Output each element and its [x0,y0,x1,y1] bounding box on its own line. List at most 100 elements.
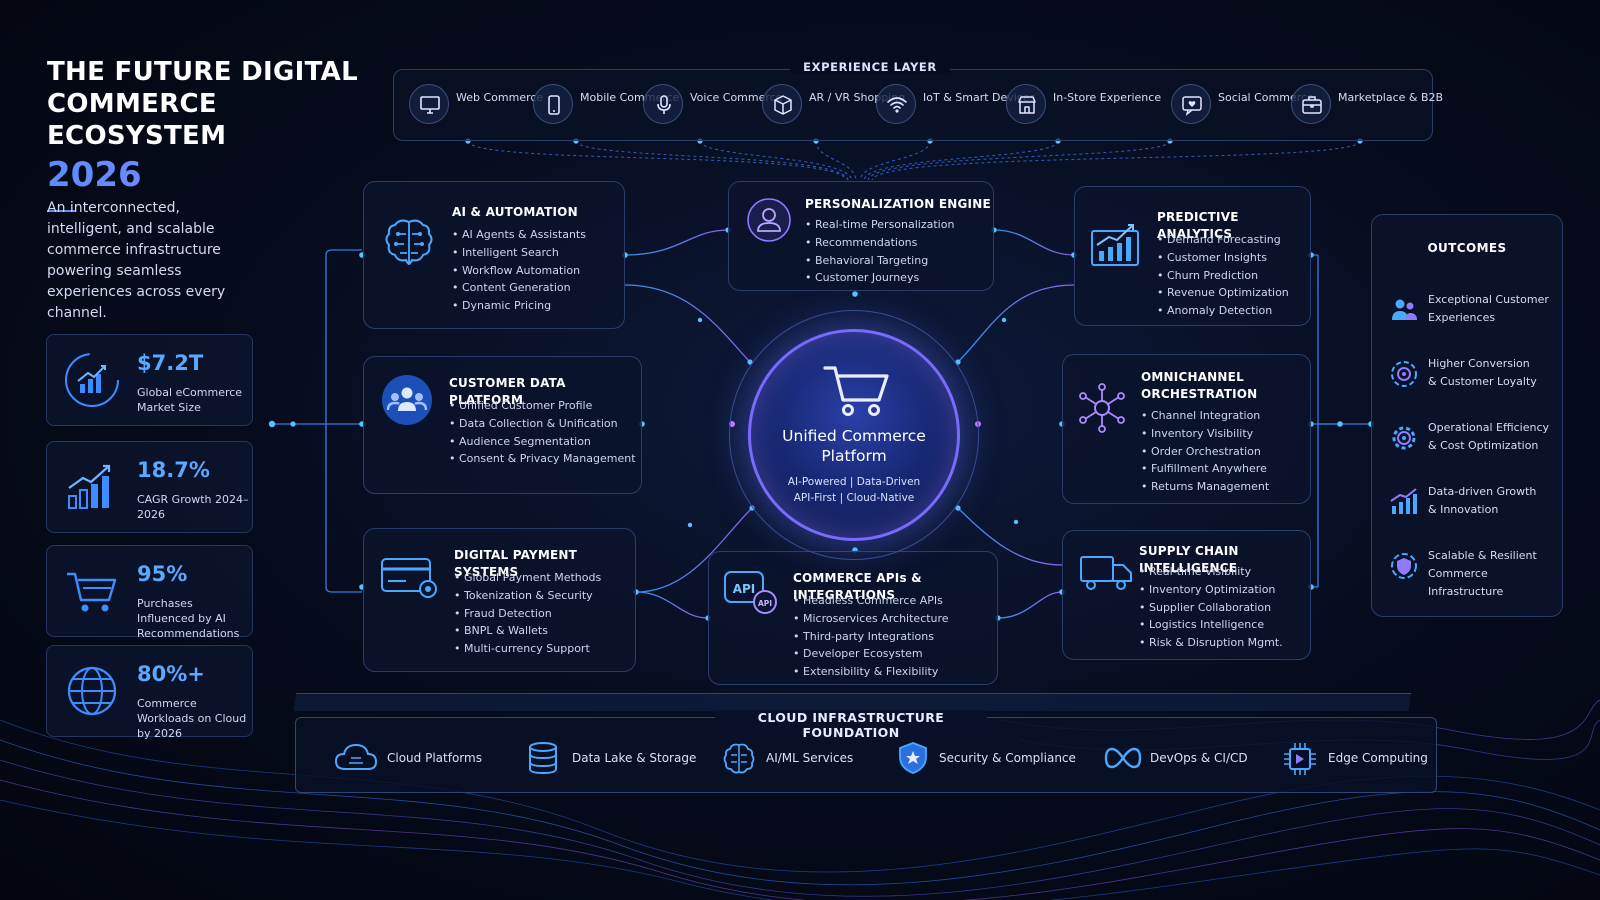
exp-item-label: In-Store Experience [1053,91,1162,104]
module-item: • Content Generation [452,281,571,295]
module-item: • Global Payment Methods [454,571,602,584]
module-title: PERSONALIZATION ENGINE [805,197,991,211]
svg-text:API: API [758,599,772,608]
page-title-line-2: COMMERCE ECOSYSTEM [47,89,227,151]
stat-label: Global eCommerce Market Size [137,386,243,414]
module-customer-data-platform[interactable]: CUSTOMER DATA PLATFORM • Unified Custome… [363,356,642,494]
stat-value: 95% [137,562,188,586]
user-icon [747,198,791,242]
module-item: • Revenue Optimization [1157,286,1289,300]
cube-icon [774,95,792,115]
module-items: • Channel Integration • Inventory Visibi… [1141,407,1269,496]
infinity-icon [1104,747,1142,769]
stat-label: Purchases Influenced by AI Recommendatio… [137,597,240,640]
cog-icon [1392,426,1416,450]
intro-text: An interconnected, intelligent, and scal… [47,200,226,321]
outcomes-panel [1371,214,1563,617]
module-title: SUPPLY CHAIN INTELLIGENCE [1139,544,1239,575]
wifi-icon [887,97,907,113]
microphone-icon [657,95,671,114]
module-item: • Multi-currency Support [454,642,590,656]
mobile-icon [548,95,560,115]
cloud-icon [334,743,378,770]
module-item: • Order Orchestration [1141,444,1261,458]
exp-item-label: Web Commerce [456,91,544,104]
shield-icon [899,742,927,774]
social-heart-icon [1182,96,1202,116]
stat-card-cagr: 18.7% CAGR Growth 2024–2026 [46,441,253,533]
module-item: • BNPL & Wallets [454,624,548,638]
stat-card-cloud-workloads: 80%+ Commerce Workloads on Cloud by 2026 [46,645,253,740]
outcome-label: Data-driven Growth& Innovation [1428,485,1537,516]
title-block: THE FUTURE DIGITAL COMMERCE ECOSYSTEM 20… [47,56,377,212]
module-commerce-apis[interactable]: API API COMMERCE APIs & INTEGRATIONS • H… [708,551,998,685]
hub-outer-ring [729,310,979,560]
briefcase-icon [1302,96,1322,114]
module-item: • Dynamic Pricing [452,299,552,313]
exp-item-label: Social Commerce [1218,91,1314,104]
module-digital-payment-systems[interactable]: DIGITAL PAYMENT SYSTEMS • Global Payment… [363,528,636,672]
module-item: • Third-party Integrations [793,629,934,643]
module-personalization-engine[interactable]: PERSONALIZATION ENGINE • Real-time Perso… [728,181,994,291]
module-title: COMMERCE APIs & INTEGRATIONS [793,571,922,602]
module-supply-chain-intelligence[interactable]: SUPPLY CHAIN INTELLIGENCE • Real-time Vi… [1062,530,1311,660]
cloud-item-label: DevOps & CI/CD [1150,751,1248,765]
module-item: • Churn Prediction [1157,268,1259,282]
module-items: • Real-time Personalization • Recommenda… [805,216,954,287]
outcomes-title: OUTCOMES [1427,241,1507,255]
stat-card-market-size: $7.2T Global eCommerce Market Size [46,334,253,426]
outcome-conversion-loyalty: Higher Conversion& Customer Loyalty [1388,355,1558,395]
network-icon [1079,383,1125,433]
cart-icon [67,572,117,612]
stat-label: CAGR Growth 2024–2026 [137,493,249,521]
bar-growth-icon [68,464,111,509]
module-predictive-analytics[interactable]: PREDICTIVE ANALYTICS • Demand Forecastin… [1074,186,1311,326]
exp-item-label: Voice Commerce [690,91,783,104]
module-item: • Headless Commerce APIs [793,594,943,607]
module-item: • Intelligent Search [452,245,559,259]
experience-layer-title: EXPERIENCE LAYER [790,60,950,74]
cloud-platform-edge [293,693,1412,711]
module-item: • Real-time Visibility [1139,565,1252,578]
people-icon [382,375,432,425]
globe-icon [67,666,117,716]
module-item: • Data Collection & Unification [449,416,618,430]
module-item: • Audience Segmentation [449,434,591,448]
module-item: • Microservices Architecture [793,611,949,625]
store-icon [1018,96,1036,114]
module-item: • Risk & Disruption Mgmt. [1139,636,1283,650]
module-item: • Inventory Optimization [1139,582,1276,596]
shield-network-icon [1391,553,1417,579]
module-item: • Customer Insights [1157,250,1267,264]
api-icon: API API [724,571,777,614]
module-item: • Inventory Visibility [1141,426,1254,440]
stat-value: 80%+ [137,662,205,686]
cloud-foundation-title: CLOUD INFRASTRUCTURE FOUNDATION [715,710,987,740]
module-ai-automation[interactable]: AI & AUTOMATION • AI Agents & Assistants… [363,181,625,329]
module-items: • Global Payment Methods • Tokenization … [454,569,601,658]
module-item: • Behavioral Targeting [805,253,929,267]
target-icon [1391,361,1417,387]
title-divider [47,210,75,212]
outcome-label: Operational Efficiency& Cost Optimizatio… [1428,421,1550,452]
module-item: • Fulfillment Anywhere [1141,462,1267,476]
module-item: • Real-time Personalization [805,218,955,231]
module-item: • Returns Management [1141,480,1270,494]
brain-icon [385,219,433,266]
hub-subtitle-1: AI-Powered | Data-Driven [787,476,921,488]
module-title: DIGITAL PAYMENT SYSTEMS [454,548,577,579]
stat-label: Commerce Workloads on Cloud by 2026 [137,697,247,740]
stat-value: 18.7% [137,458,210,482]
cart-icon [823,366,889,416]
database-icon [529,742,557,775]
module-items: • Unified Customer Profile • Data Collec… [449,397,636,468]
module-item: • Tokenization & Security [454,588,593,602]
cloud-item-label: AI/ML Services [766,751,854,765]
